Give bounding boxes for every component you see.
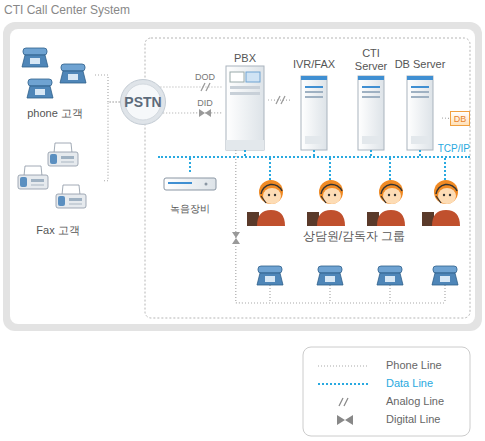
agent-supervisor-group: 상담원/감독자 그룹 (242, 168, 466, 308)
node-label: phone 고객 (10, 107, 100, 120)
phone-icon (22, 48, 48, 67)
server-tower (407, 76, 433, 150)
fax-customer-group: Fax 고객 (12, 140, 104, 237)
db-server: DB Server (398, 58, 442, 150)
pbx-base (226, 140, 264, 150)
data-line-sample (318, 383, 368, 385)
inner-frame (10, 29, 475, 324)
legend-entry: Data Line (386, 377, 433, 389)
data-line (269, 158, 271, 168)
phone-line (104, 102, 120, 181)
node-label: PSTN (113, 94, 173, 110)
pbx-slot (230, 92, 260, 95)
phone-line (442, 117, 450, 119)
node-label: DB (450, 113, 470, 123)
agent-phone (432, 266, 458, 285)
analog-line-sample (339, 398, 348, 406)
node-label: DB Server (390, 58, 450, 71)
data-line (189, 158, 191, 172)
data-line (313, 150, 315, 156)
legend-entry: Digital Line (386, 413, 440, 425)
pbx-cabinet (226, 66, 264, 150)
database-box: DB (450, 111, 470, 126)
pbx-screen (246, 72, 260, 82)
legend-label: Analog Line (386, 395, 444, 407)
line-label: DID (197, 98, 213, 108)
agent-phone (377, 266, 403, 285)
node-label: 상담원/감독자 그룹 (244, 230, 464, 244)
legend-entry: Analog Line (386, 395, 444, 407)
pbx-slot (230, 86, 260, 89)
server-tower (358, 76, 384, 150)
ivr-fax-server: IVR/FAX (290, 58, 338, 150)
phone-line (163, 112, 222, 113)
phone-icon (60, 64, 86, 83)
node-label: TCP/IP (438, 143, 470, 155)
fax-icon (56, 185, 86, 208)
agent-phone-wires (242, 285, 445, 303)
phone-customer-group: phone 고객 (15, 45, 95, 120)
agent-phone (257, 266, 283, 285)
agent-figure (422, 180, 460, 226)
analog-symbol (276, 96, 285, 104)
node-label: IVR/FAX (284, 58, 344, 71)
server-tower (301, 76, 327, 150)
tcp-ip-bus: TCP/IP (158, 156, 470, 158)
phone-line (268, 99, 290, 100)
analog-symbol (201, 83, 210, 91)
data-line (244, 150, 246, 156)
node-label: PBX (215, 52, 275, 65)
phone-line (95, 75, 120, 102)
legend-entry: Phone Line (386, 359, 442, 371)
data-line (419, 150, 421, 156)
agent-figure (247, 180, 285, 226)
recorder-unit (164, 178, 216, 190)
legend-label: Data Line (386, 377, 433, 389)
phone-line-sample (318, 365, 368, 366)
agent-data-drops (270, 158, 445, 181)
fax-icon (48, 143, 78, 166)
diagram-title: CTI Call Center System (4, 3, 130, 17)
phone-icon (27, 79, 53, 98)
phone-line (160, 86, 222, 87)
node-label: 녹음장비 (150, 203, 230, 215)
node-label: CTI Server (350, 47, 392, 72)
digital-line-sample (337, 415, 353, 425)
cti-server: CTI Server (350, 47, 392, 150)
system-boundary (145, 38, 470, 318)
fax-icon (18, 166, 48, 189)
legend-label: Phone Line (386, 359, 442, 371)
legend-box (303, 347, 470, 436)
pbx-panel (230, 72, 244, 82)
digital-symbol (199, 109, 211, 117)
recorder-stripe (168, 182, 192, 184)
line-label: DOD (195, 72, 215, 82)
agent-figure (367, 180, 405, 226)
recorder-led (205, 183, 208, 186)
agent-phone (317, 266, 343, 285)
outer-frame (3, 22, 482, 331)
pstn-network: PSTN (120, 79, 166, 125)
agent-figure (307, 180, 345, 226)
recording-device: 녹음장비 (160, 172, 220, 214)
legend-label: Digital Line (386, 413, 440, 425)
pbx-switch: PBX (222, 52, 268, 150)
node-label: Fax 고객 (13, 224, 103, 237)
phone-line (236, 150, 242, 303)
data-line (370, 150, 372, 156)
digital-symbol (232, 232, 240, 244)
